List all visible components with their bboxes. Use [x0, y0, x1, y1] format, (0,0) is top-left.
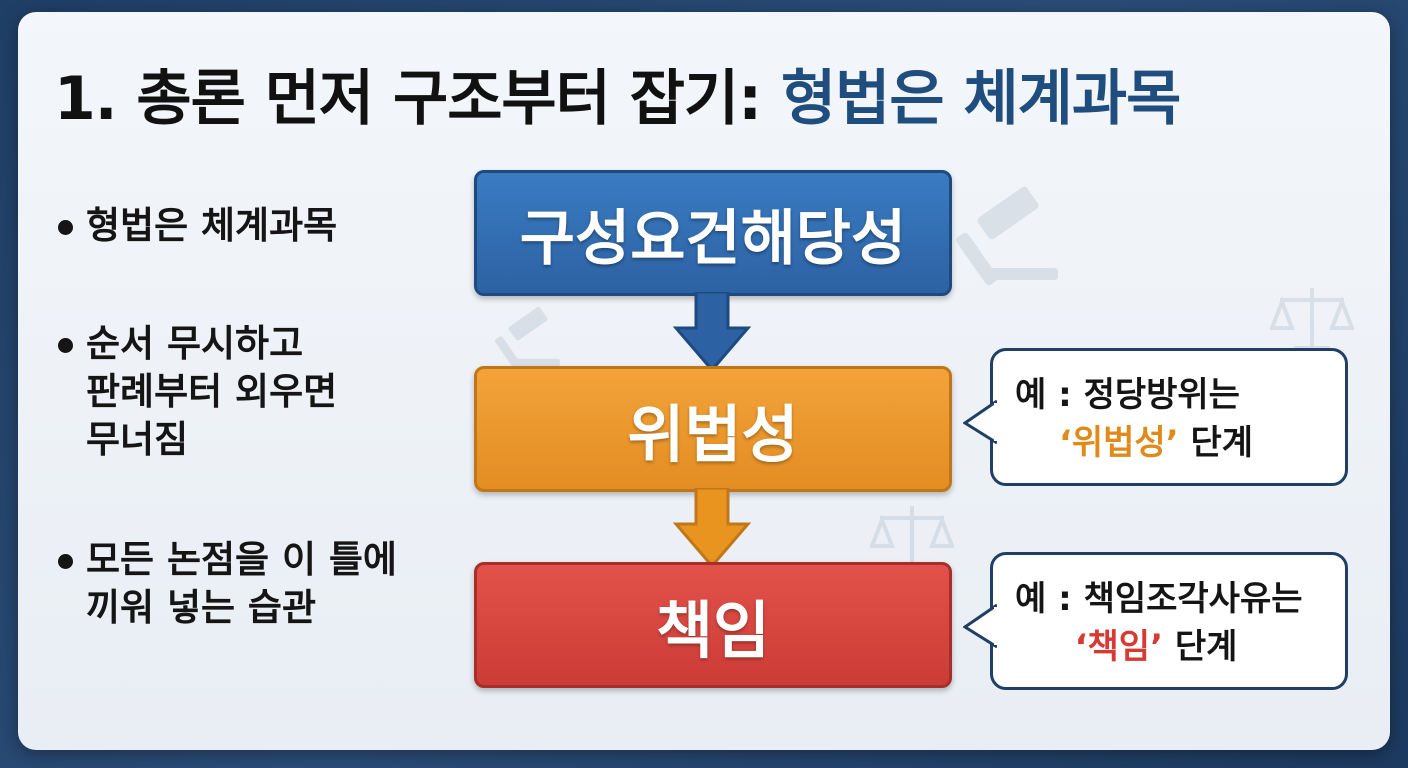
bullet-dot-icon [58, 338, 73, 353]
bullet-item: 형법은 체계과목 [58, 202, 337, 250]
callout-note: 예 : 정당방위는 ‘위법성’ 단계 [963, 348, 1348, 486]
arrow-down-icon [672, 488, 752, 569]
page-title: 1. 총론 먼저 구조부터 잡기: 형법은 체계과목 [54, 50, 1181, 137]
bullet-line: 끼워 넣는 습관 [86, 586, 317, 629]
slide-card: 1. 총론 먼저 구조부터 잡기: 형법은 체계과목 형법은 체계과목 순서 무… [18, 12, 1390, 750]
note-text: 책임조각사유는 [1083, 579, 1303, 619]
bullet-line: 판례부터 외우면 [86, 370, 338, 413]
stage-box-culpability: 책임 [474, 562, 952, 688]
note-suffix: 단계 [1178, 423, 1254, 463]
note-highlight: ‘책임’ [1074, 627, 1163, 667]
note-prefix: 예 : [1015, 375, 1084, 415]
title-accent: 형법은 체계과목 [780, 64, 1181, 134]
note-text: 정당방위는 [1083, 375, 1240, 415]
scales-icon [1270, 288, 1354, 350]
note-line2: ‘책임’ 단계 [1015, 623, 1327, 671]
stage-label: 구성요건해당성 [519, 203, 907, 274]
bullet-line: 순서 무시하고 [86, 322, 304, 365]
callout-tail [963, 399, 997, 445]
bullet-item: 순서 무시하고 판례부터 외우면 무너짐 [58, 320, 337, 464]
note-suffix: 단계 [1163, 627, 1238, 667]
bullet-line: 모든 논점을 이 틀에 [86, 538, 397, 581]
arrow-down-icon [672, 292, 752, 373]
gavel-icon [495, 307, 560, 370]
note-line2: ‘위법성’ 단계 [1015, 419, 1327, 467]
stage-label: 책임 [655, 594, 771, 667]
bullet-line: 무너짐 [86, 418, 189, 461]
gavel-icon [956, 186, 1058, 286]
stage-box-illegality: 위법성 [474, 366, 952, 492]
callout-note: 예 : 책임조각사유는 ‘책임’ 단계 [963, 552, 1348, 690]
title-main: 1. 총론 먼저 구조부터 잡기: [54, 64, 781, 134]
bullet-dot-icon [58, 220, 73, 235]
bullet-line: 형법은 체계과목 [86, 204, 338, 247]
note-prefix: 예 : [1015, 579, 1084, 619]
bullet-item: 모든 논점을 이 틀에 끼워 넣는 습관 [58, 536, 397, 632]
callout-tail [963, 603, 997, 649]
note-highlight: ‘위법성’ [1058, 423, 1179, 463]
stage-box-elements: 구성요건해당성 [474, 170, 952, 296]
stage-label: 위법성 [627, 398, 799, 471]
bullet-dot-icon [58, 554, 73, 569]
